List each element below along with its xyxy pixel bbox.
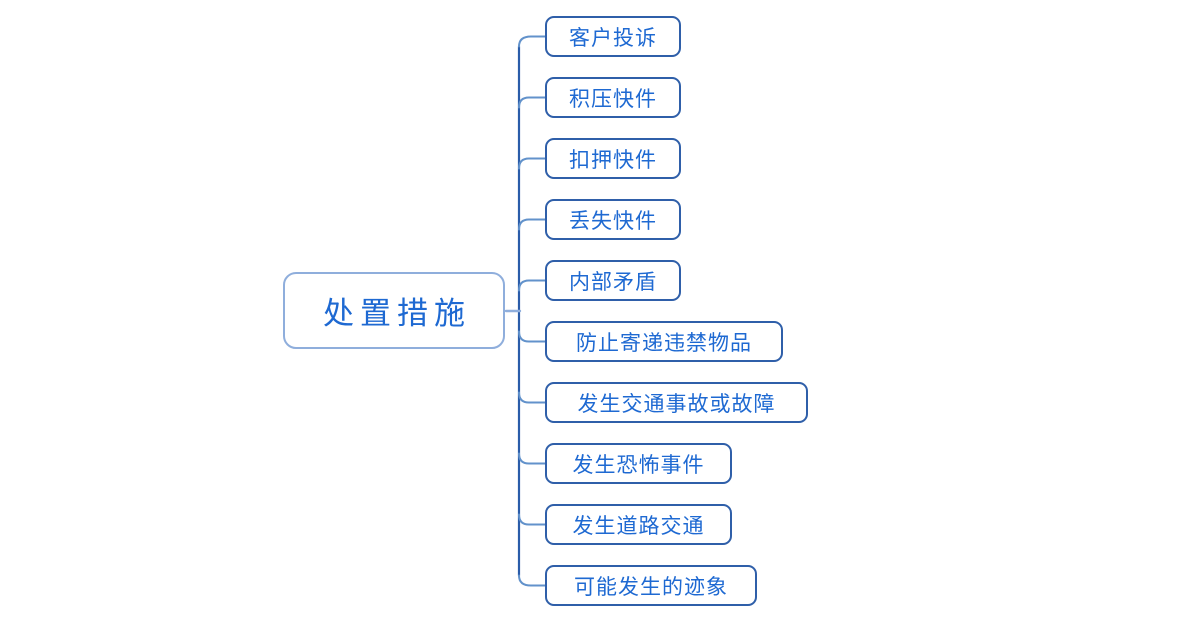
topic-label: 扣押快件 — [569, 147, 657, 172]
topic-label: 防止寄递违禁物品 — [576, 330, 752, 355]
topic-label: 发生交通事故或故障 — [577, 391, 776, 416]
central-topic-node[interactable]: 处置措施 — [283, 272, 505, 349]
topic-node[interactable]: 积压快件 — [545, 77, 681, 118]
topic-node[interactable]: 发生交通事故或故障 — [545, 382, 808, 423]
topic-label: 发生恐怖事件 — [572, 452, 705, 477]
topic-node[interactable]: 丢失快件 — [545, 199, 681, 240]
central-topic-label: 处置措施 — [323, 296, 471, 331]
topic-node[interactable]: 内部矛盾 — [545, 260, 681, 301]
topic-label: 可能发生的迹象 — [574, 574, 728, 599]
topic-node[interactable]: 防止寄递违禁物品 — [545, 321, 783, 362]
topic-node[interactable]: 可能发生的迹象 — [545, 565, 757, 606]
topic-label: 发生道路交通 — [572, 513, 705, 538]
topic-node[interactable]: 发生道路交通 — [545, 504, 732, 545]
topic-label: 积压快件 — [569, 86, 657, 111]
topic-label: 丢失快件 — [569, 208, 657, 233]
topic-node[interactable]: 发生恐怖事件 — [545, 443, 732, 484]
topic-node[interactable]: 客户投诉 — [545, 16, 681, 57]
topic-label: 客户投诉 — [569, 25, 657, 50]
topic-node[interactable]: 扣押快件 — [545, 138, 681, 179]
topic-label: 内部矛盾 — [569, 269, 657, 294]
